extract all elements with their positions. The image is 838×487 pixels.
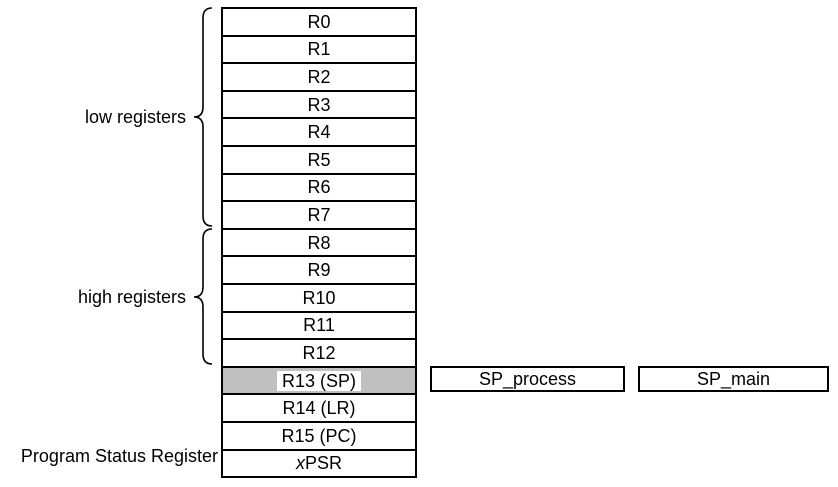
register-row: R8 <box>223 230 415 258</box>
register-row: R15 (PC) <box>223 423 415 451</box>
register-label: R10 <box>302 287 336 308</box>
register-row: R0 <box>223 9 415 37</box>
register-label: R13 (SP) <box>276 370 362 391</box>
register-label: R4 <box>307 122 331 143</box>
low-registers-label: low registers <box>84 107 186 127</box>
sp-main-label: SP_main <box>696 368 771 389</box>
program-status-register-label: Program Status Register <box>20 446 218 466</box>
register-label: R1 <box>307 39 331 60</box>
register-label: R7 <box>307 204 331 225</box>
high-registers-label: high registers <box>77 287 186 307</box>
register-row: R10 <box>223 285 415 313</box>
register-label: R8 <box>307 232 331 253</box>
register-label: R5 <box>307 149 331 170</box>
register-label: R2 <box>307 66 331 87</box>
high-registers-brace <box>193 228 213 365</box>
low-registers-brace <box>193 7 213 227</box>
register-label: R12 <box>302 342 336 363</box>
register-row: R2 <box>223 64 415 92</box>
register-row: R3 <box>223 92 415 120</box>
register-row: R11 <box>223 313 415 341</box>
register-row: R4 <box>223 119 415 147</box>
register-label: R0 <box>307 11 331 32</box>
register-row: R5 <box>223 147 415 175</box>
sp-main-box: SP_main <box>638 366 829 392</box>
register-row: R7 <box>223 202 415 230</box>
register-label: R15 (PC) <box>281 425 357 446</box>
register-label: R11 <box>303 315 335 336</box>
register-row: R14 (LR) <box>223 395 415 423</box>
register-label: R9 <box>307 260 331 281</box>
register-row: R9 <box>223 257 415 285</box>
register-label: R6 <box>307 177 331 198</box>
sp-process-label: SP_process <box>478 368 577 389</box>
sp-process-box: SP_process <box>430 366 625 392</box>
register-row: R12 <box>223 340 415 368</box>
register-row: xPSR <box>223 451 415 477</box>
register-row: R1 <box>223 37 415 65</box>
register-label: R3 <box>307 94 331 115</box>
register-label: xPSR <box>295 453 342 474</box>
register-row: R6 <box>223 175 415 203</box>
register-label: R14 (LR) <box>282 398 356 419</box>
register-row: R13 (SP) <box>223 367 415 396</box>
